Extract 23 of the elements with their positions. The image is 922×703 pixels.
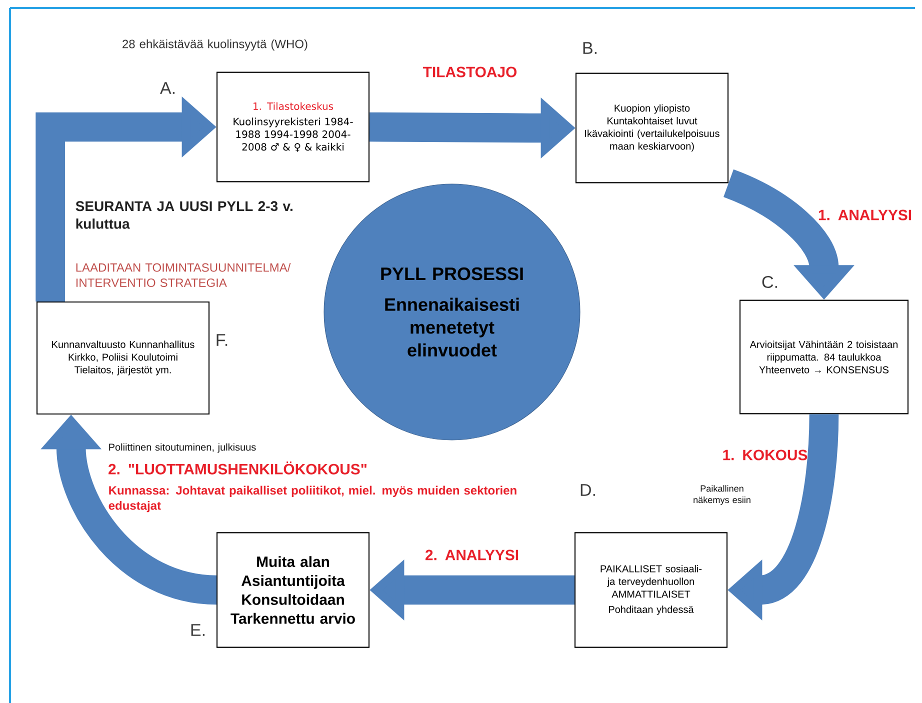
process-box: PAIKALLISET sosiaali- ja terveydenhuollon AMMATTILAISET Pohditaan yhdessä (574, 532, 728, 648)
note-text: Kunnassa: Johtavat paikalliset poliitikot, miel. myös muiden sektorien edustajat (108, 486, 516, 512)
edge-label: SEURANTA JA UUSI PYLL 2-3 v. kuluttua (76, 201, 292, 229)
step-letter: C. (762, 276, 777, 288)
note-text: Paikallinen näkemys esiin (694, 485, 750, 505)
process-box: 1. Tilastokeskus Kuolinsyyrekisteri 1984-1988 1994-1998 2004-2008 ♂ & ♀ & kaikki (216, 72, 370, 182)
step-letter: D. (580, 484, 595, 496)
note-text: LAADITAAN TOIMINTASUUNNITELMA/ INTERVENTIO STRATEGIA (76, 262, 291, 287)
step-letter: A. (160, 82, 174, 94)
step-letter: F. (216, 334, 228, 346)
process-box: Kunnanvaltuusto Kunnanhallitus Kirkko, Poliisi Koulutoimi Tielaitos, järjestöt ym. (36, 301, 210, 415)
edge-label: 2. "LUOTTAMUSHENKILÖKOKOUS" (108, 462, 366, 474)
process-box: Kuopion yliopisto Kuntakohtaiset luvut Ikävakiointi (vertailukelpoisuus maan keskiarvoon) (575, 72, 729, 184)
edge-label: TILASTOAJO (423, 66, 517, 78)
note-text: 28 ehkäistävää kuolinsyytä (WHO) (122, 39, 308, 51)
edge-label: 1. KOKOUS (723, 450, 808, 460)
note-text: Poliittinen sitoutuminen, julkisuus (109, 443, 256, 453)
edge-label: 2. ANALYYSI (426, 550, 518, 560)
process-box: Arvioitsijat Vähintään 2 toisistaan riippumatta. 84 taulukkoa Yhteenveto → KONSENSUS (739, 300, 909, 414)
edge-label: 1. ANALYYSI (818, 210, 912, 220)
step-letter: E. (191, 624, 204, 636)
process-box: Muita alan Asiantuntijoita Konsultoidaan Tarkennettu arvio (216, 532, 370, 648)
step-letter: B. (583, 42, 596, 54)
